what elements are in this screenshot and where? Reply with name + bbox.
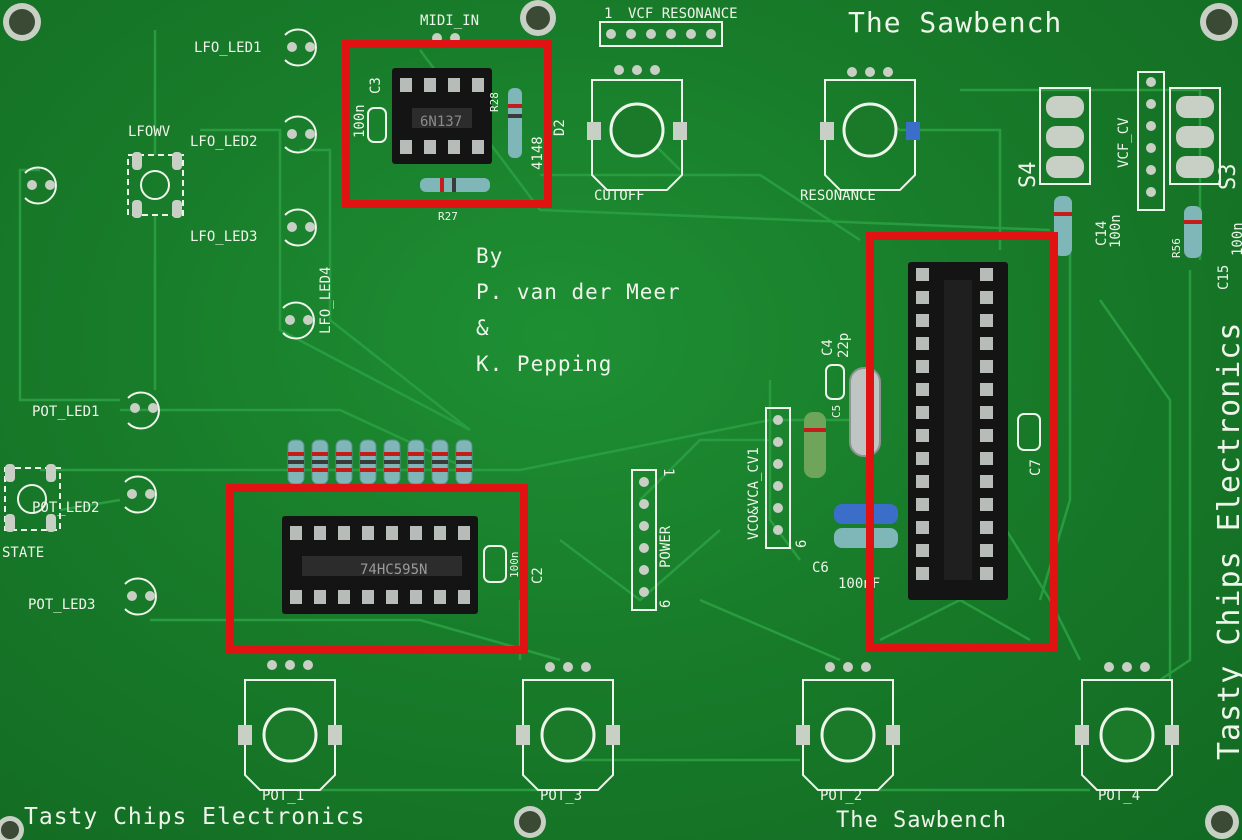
socket-pin bbox=[980, 498, 993, 511]
label-vcf-resonance: VCF_RESONANCE bbox=[628, 6, 738, 22]
credits-ampersand: & bbox=[476, 316, 490, 340]
label-pot-3: POT_3 bbox=[540, 788, 583, 804]
label-c15-val: 100n bbox=[1230, 222, 1242, 256]
label-power-pin6: 6 bbox=[658, 599, 674, 608]
label-d2: D2 bbox=[552, 119, 568, 136]
label-pot-led1: POT_LED1 bbox=[32, 404, 100, 420]
resistor-array bbox=[287, 439, 473, 485]
label-power-pin1: 1 bbox=[660, 468, 676, 477]
label-pot-4: POT_4 bbox=[1098, 788, 1141, 804]
socket-pin bbox=[916, 291, 929, 304]
label-lfo-led3: LFO_LED3 bbox=[190, 229, 258, 245]
socket-pin bbox=[916, 337, 929, 350]
label-r56: R56 bbox=[1170, 238, 1183, 258]
brand-bottom: Tasty Chips Electronics bbox=[24, 804, 366, 830]
socket-pin bbox=[916, 360, 929, 373]
label-lfo-led2: LFO_LED2 bbox=[190, 134, 258, 150]
board-title-top: The Sawbench bbox=[848, 6, 1063, 39]
socket-pin bbox=[980, 567, 993, 580]
socket-pin bbox=[980, 475, 993, 488]
socket-pin bbox=[916, 452, 929, 465]
led-footprints bbox=[24, 28, 317, 616]
brand-side: Tasty Chips Electronics bbox=[1212, 321, 1242, 760]
label-vcf-resonance-pin: 1 bbox=[604, 6, 613, 22]
switch-footprints bbox=[4, 152, 184, 532]
socket-pin bbox=[980, 521, 993, 534]
label-c5: C5 bbox=[830, 404, 843, 418]
label-pot-led2: POT_LED2 bbox=[32, 500, 100, 516]
ic-socket-74hc595 bbox=[282, 516, 478, 614]
crystal bbox=[367, 107, 1202, 583]
ic-socket-6n137 bbox=[392, 68, 522, 192]
socket-pin bbox=[980, 337, 993, 350]
ic-socket-28pin bbox=[908, 262, 1008, 600]
socket-pin bbox=[980, 406, 993, 419]
label-c14-val: 100n bbox=[1108, 214, 1124, 248]
credits-by: By bbox=[476, 244, 504, 268]
label-s3: S3 bbox=[1216, 163, 1241, 191]
label-power: POWER bbox=[658, 525, 674, 568]
socket-pin bbox=[916, 429, 929, 442]
label-resonance: RESONANCE bbox=[800, 188, 876, 204]
socket-pin bbox=[916, 544, 929, 557]
label-midi-in: MIDI_IN bbox=[420, 13, 480, 29]
socket-pin bbox=[980, 544, 993, 557]
toggle-footprints bbox=[1039, 87, 1221, 185]
credits-author-1: P. van der Meer bbox=[476, 280, 681, 304]
label-vcf-cv: VCF_CV bbox=[1116, 117, 1132, 168]
label-c4: C4 bbox=[820, 339, 836, 356]
label-state: STATE bbox=[2, 545, 45, 561]
label-6n137: 6N137 bbox=[420, 114, 463, 130]
socket-pin bbox=[980, 291, 993, 304]
socket-pin bbox=[916, 314, 929, 327]
highlight-6n137-socket bbox=[342, 40, 552, 208]
label-r27: R27 bbox=[438, 210, 458, 223]
socket-pin bbox=[916, 567, 929, 580]
socket-pin bbox=[916, 383, 929, 396]
socket-pin bbox=[980, 452, 993, 465]
socket-pin bbox=[980, 429, 993, 442]
socket-pin bbox=[916, 268, 929, 281]
label-c2: C2 bbox=[530, 567, 546, 584]
socket-pin bbox=[980, 383, 993, 396]
label-pot-led3: POT_LED3 bbox=[28, 597, 96, 613]
credits-author-2: K. Pepping bbox=[476, 352, 613, 376]
label-lfowv: LFOWV bbox=[128, 124, 171, 140]
label-lfo-led4: LFO_LED4 bbox=[318, 266, 334, 334]
label-pot-1: POT_1 bbox=[262, 788, 305, 804]
label-cutoff: CUTOFF bbox=[594, 188, 645, 204]
highlight-28pin-socket bbox=[866, 232, 1058, 652]
label-lfo-led1: LFO_LED1 bbox=[194, 40, 262, 56]
pin-headers bbox=[432, 21, 1165, 611]
label-vco-vca-cv1: VCO&VCA_CV1 bbox=[746, 447, 762, 540]
label-pot-2: POT_2 bbox=[820, 788, 863, 804]
socket-pin bbox=[980, 268, 993, 281]
label-vco-pin6: 6 bbox=[794, 539, 810, 548]
label-74hc595: 74HC595N bbox=[360, 562, 428, 578]
label-c6: C6 bbox=[812, 560, 829, 576]
label-s4: S4 bbox=[1016, 161, 1041, 189]
socket-pin bbox=[980, 314, 993, 327]
label-c4-val: 22p bbox=[836, 332, 852, 358]
label-c15: C15 bbox=[1216, 264, 1232, 290]
pot-footprints bbox=[238, 65, 1179, 791]
board-title-bottom: The Sawbench bbox=[836, 808, 1007, 833]
highlight-74hc595-socket bbox=[226, 484, 528, 654]
socket-pin bbox=[980, 360, 993, 373]
socket-pin bbox=[916, 406, 929, 419]
socket-pin bbox=[916, 498, 929, 511]
socket-pin bbox=[916, 475, 929, 488]
socket-pin bbox=[916, 521, 929, 534]
